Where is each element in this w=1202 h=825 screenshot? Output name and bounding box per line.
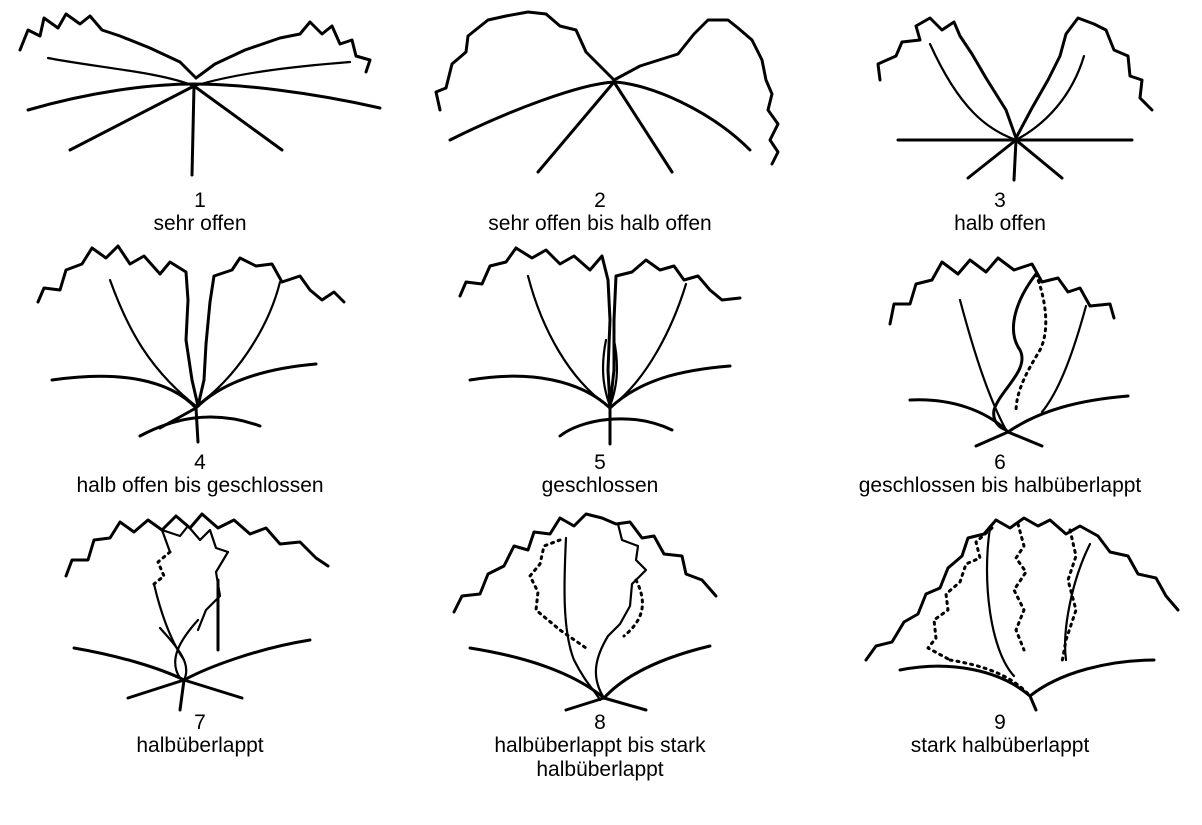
leaf-drawing-8 [452, 512, 718, 712]
leaf-drawing-6 [888, 256, 1130, 448]
leaf-sketch-1: 1 sehr offen [0, 0, 400, 236]
leaf-sketch-7: 7 halbüberlappt [0, 500, 400, 758]
leaf-sketch-4: 4 halb offen bis geschlossen [0, 240, 400, 498]
figure-number-1: 1 [194, 189, 206, 212]
figure-label-9: stark halbüberlappt [910, 734, 1090, 757]
figure-label-6: geschlossen bis halbüberlappt [858, 474, 1142, 497]
figure-number-5: 5 [594, 451, 606, 474]
figure-number-6: 6 [994, 451, 1006, 474]
figure-label-7: halbüberlappt [136, 734, 264, 757]
leaf-drawing-9 [864, 516, 1180, 712]
figure-label-5: geschlossen [541, 474, 659, 497]
leaf-drawing-3 [876, 16, 1154, 182]
leaf-drawing-7 [64, 512, 330, 712]
leaf-sketch-3: 3 halb offen [800, 0, 1200, 236]
figure-number-7: 7 [194, 711, 206, 734]
leaf-sketch-5: 5 geschlossen [400, 240, 800, 498]
leaf-drawing-4 [36, 244, 346, 444]
leaf-drawing-5 [458, 246, 742, 446]
leaf-drawing-2 [434, 10, 780, 174]
figure-number-8: 8 [594, 711, 606, 734]
figure-label-4: halb offen bis geschlossen [76, 474, 324, 497]
figure-label-1: sehr offen [153, 212, 247, 235]
figure-number-9: 9 [994, 711, 1006, 734]
figure-label-8: halbüberlappt bis stark halbüberlappt [494, 734, 706, 781]
figure-number-3: 3 [994, 189, 1006, 212]
leaf-sketch-9: 9 stark halbüberlappt [800, 500, 1200, 758]
figure-number-4: 4 [194, 451, 206, 474]
leaf-drawing-1 [18, 12, 382, 177]
figure-number-2: 2 [594, 189, 606, 212]
figure-label-3: halb offen [954, 212, 1046, 235]
leaf-sketch-8: 8 halbüberlappt bis stark halbüberlappt [400, 500, 800, 782]
leaf-sketch-2: 2 sehr offen bis halb offen [400, 0, 800, 236]
figure-label-2: sehr offen bis halb offen [488, 212, 712, 235]
leaf-sketch-6: 6 geschlossen bis halbüberlappt [800, 240, 1200, 498]
